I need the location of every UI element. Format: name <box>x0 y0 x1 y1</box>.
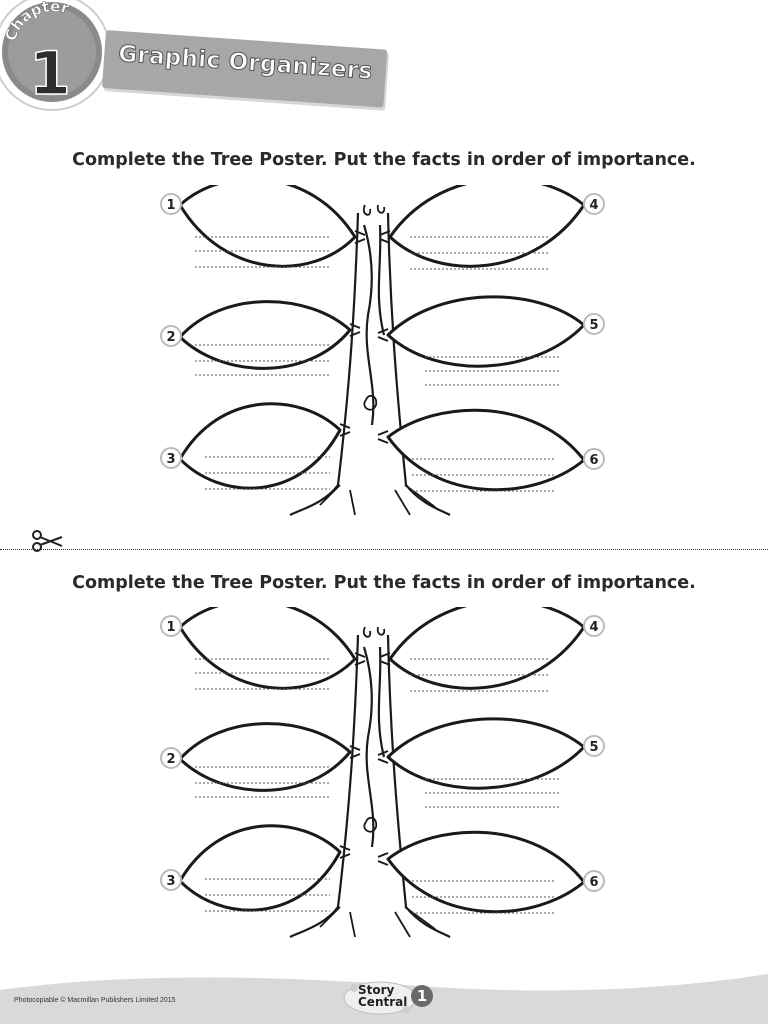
leaf-number-4: 4 <box>583 193 605 215</box>
leaf-number-4: 4 <box>583 615 605 637</box>
leaf-1 <box>178 185 357 268</box>
leaf-number-6: 6 <box>583 448 605 470</box>
cut-line <box>0 549 768 550</box>
svg-text:5: 5 <box>589 318 598 333</box>
leaf-number-2: 2 <box>160 325 182 347</box>
chapter-number: 1 <box>29 39 71 109</box>
svg-text:2: 2 <box>166 752 175 767</box>
leaf-number-5: 5 <box>583 735 605 757</box>
leaf-number-1: 1 <box>160 615 182 637</box>
tree-outline <box>178 185 586 516</box>
svg-text:4: 4 <box>589 620 598 635</box>
leaf-4 <box>388 607 586 690</box>
leaf-number-6: 6 <box>583 870 605 892</box>
leaf-3 <box>178 402 342 490</box>
svg-text:5: 5 <box>589 740 598 755</box>
svg-text:1: 1 <box>166 620 175 635</box>
svg-text:4: 4 <box>589 198 598 213</box>
logo-line-2: Central <box>358 995 408 1009</box>
svg-text:2: 2 <box>166 330 175 345</box>
svg-text:6: 6 <box>589 453 598 468</box>
svg-text:3: 3 <box>166 874 175 889</box>
leaf-4 <box>388 185 586 268</box>
tree-poster: 1 2 3 4 5 6 <box>160 607 605 938</box>
logo-line-1: Story <box>358 983 395 997</box>
instruction-text: Complete the Tree Poster. Put the facts … <box>72 573 696 593</box>
svg-text:6: 6 <box>589 875 598 890</box>
svg-text:1: 1 <box>166 198 175 213</box>
tree-poster: 1 2 3 4 5 6 <box>160 185 605 516</box>
leaf-2 <box>178 300 352 370</box>
leaf-2 <box>178 722 352 792</box>
leaf-6 <box>386 830 586 914</box>
logo-text: Story Central <box>358 984 407 1008</box>
leaf-number-2: 2 <box>160 747 182 769</box>
leaf-5 <box>386 295 586 368</box>
copyright-text: Photocopiable © Macmillan Publishers Lim… <box>14 997 176 1004</box>
logo-number: 1 <box>411 985 433 1007</box>
leaf-5 <box>386 717 586 790</box>
svg-text:3: 3 <box>166 452 175 467</box>
leaf-number-5: 5 <box>583 313 605 335</box>
leaf-3 <box>178 824 342 912</box>
instruction-text: Complete the Tree Poster. Put the facts … <box>72 150 696 170</box>
title-banner: Graphic Organizers <box>101 30 388 108</box>
leaf-number-3: 3 <box>160 869 182 891</box>
page-title: Graphic Organizers <box>117 41 374 86</box>
leaf-number-1: 1 <box>160 193 182 215</box>
leaf-number-3: 3 <box>160 447 182 469</box>
scissors-icon <box>32 530 63 552</box>
tree-outline <box>178 607 586 938</box>
chapter-badge: Chapter 1 <box>0 0 111 111</box>
leaf-6 <box>386 408 586 492</box>
leaf-1 <box>178 607 357 690</box>
